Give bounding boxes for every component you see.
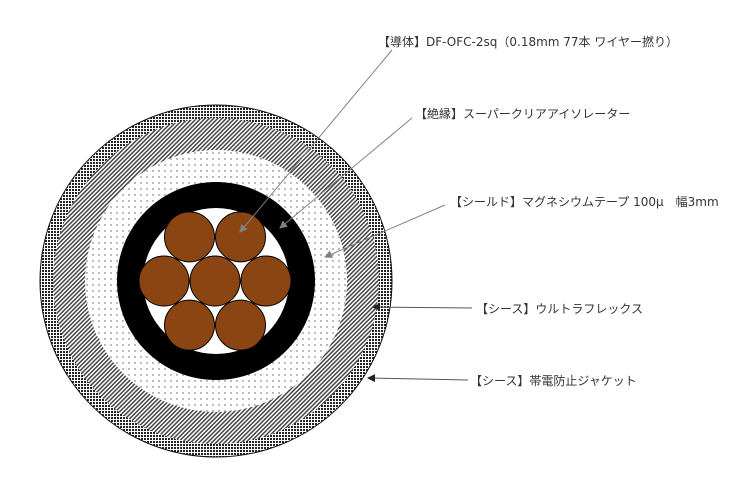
- label-shield: 【シールド】マグネシウムテープ 100μ 幅3mm: [450, 195, 719, 209]
- label-insulation: 【絶縁】スーパークリアアイソレーター: [415, 107, 631, 121]
- arrow-insulation: [279, 117, 413, 229]
- label-jacket: 【シース】帯電防止ジャケット: [470, 374, 637, 388]
- conductor-strand: [138, 255, 190, 307]
- arrow-sheath: [372, 303, 473, 312]
- conductor-strand: [215, 299, 266, 351]
- conductor-strand: [164, 299, 215, 351]
- conductor-strand: [240, 255, 292, 307]
- conductor-strand: [215, 211, 266, 263]
- label-conductor: 【導体】DF-OFC-2sq（0.18mm 77本 ワイヤー撚り）: [378, 35, 679, 49]
- arrow-jacket: [367, 374, 469, 383]
- conductor-strand: [189, 255, 241, 307]
- arrow-shield: [324, 204, 446, 258]
- arrow-conductor: [239, 49, 393, 233]
- label-sheath: 【シース】ウルトラフレックス: [476, 302, 644, 316]
- conductor-strand: [164, 211, 215, 263]
- conductor-strands: [138, 211, 292, 351]
